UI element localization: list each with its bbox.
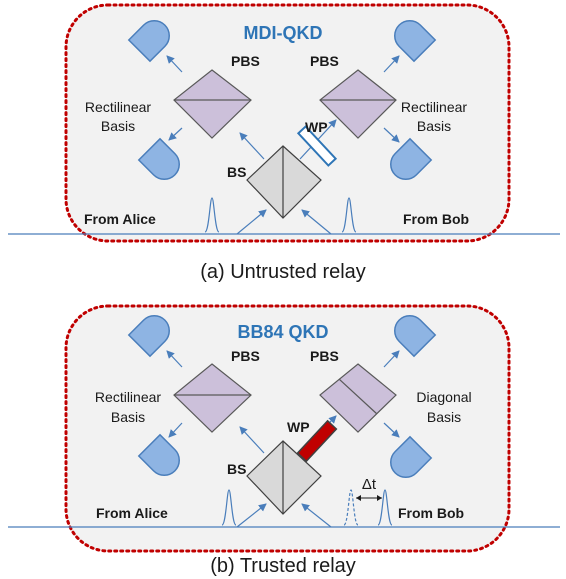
from-bob-label: From Bob <box>403 211 469 227</box>
basis-label: Basis <box>101 118 135 134</box>
basis-label: Basis <box>111 409 145 425</box>
pbs-label: PBS <box>310 53 339 69</box>
bs-b <box>246 440 322 515</box>
basis-label: Rectilinear <box>85 99 151 115</box>
pulse-icon <box>341 197 357 233</box>
pulse-icon <box>221 489 237 526</box>
pulse-icon-dashed <box>343 489 359 526</box>
panel-b-title: BB84 QKD <box>237 322 328 342</box>
basis-label: Basis <box>427 409 461 425</box>
basis-label: Diagonal <box>416 389 471 405</box>
wp-icon-a <box>296 125 338 167</box>
wp-icon-b <box>296 419 338 463</box>
panel-a-title: MDI-QKD <box>244 23 323 43</box>
caption-a: (a) Untrusted relay <box>200 261 366 283</box>
pbs-label: PBS <box>310 348 339 364</box>
basis-label: Basis <box>417 118 451 134</box>
panel-a-frame <box>64 3 511 243</box>
basis-label: Rectilinear <box>95 389 161 405</box>
pbs-left-a <box>173 69 252 139</box>
from-alice-label: From Alice <box>96 505 168 521</box>
pbs-right-b <box>319 363 397 433</box>
beam-paths-a <box>166 55 400 235</box>
bs-a <box>246 145 322 219</box>
basis-label: Rectilinear <box>401 99 467 115</box>
pbs-label: PBS <box>231 348 260 364</box>
panel-b-frame <box>64 304 511 553</box>
pbs-label: PBS <box>231 53 260 69</box>
bs-label: BS <box>227 461 246 477</box>
wp-label: WP <box>305 119 328 135</box>
wp-label: WP <box>287 419 310 435</box>
pulse-icon <box>377 489 393 526</box>
panel-a: MDI-QKD <box>8 3 560 283</box>
from-alice-label: From Alice <box>84 211 156 227</box>
pulse-icon <box>204 197 220 233</box>
from-bob-label: From Bob <box>398 505 464 521</box>
delay-label: Δt <box>362 476 377 493</box>
pbs-right-a <box>319 69 397 139</box>
panel-b: BB84 QKD <box>8 304 560 577</box>
caption-b: (b) Trusted relay <box>210 555 356 577</box>
bs-label: BS <box>227 164 246 180</box>
pbs-left-b <box>173 363 252 433</box>
